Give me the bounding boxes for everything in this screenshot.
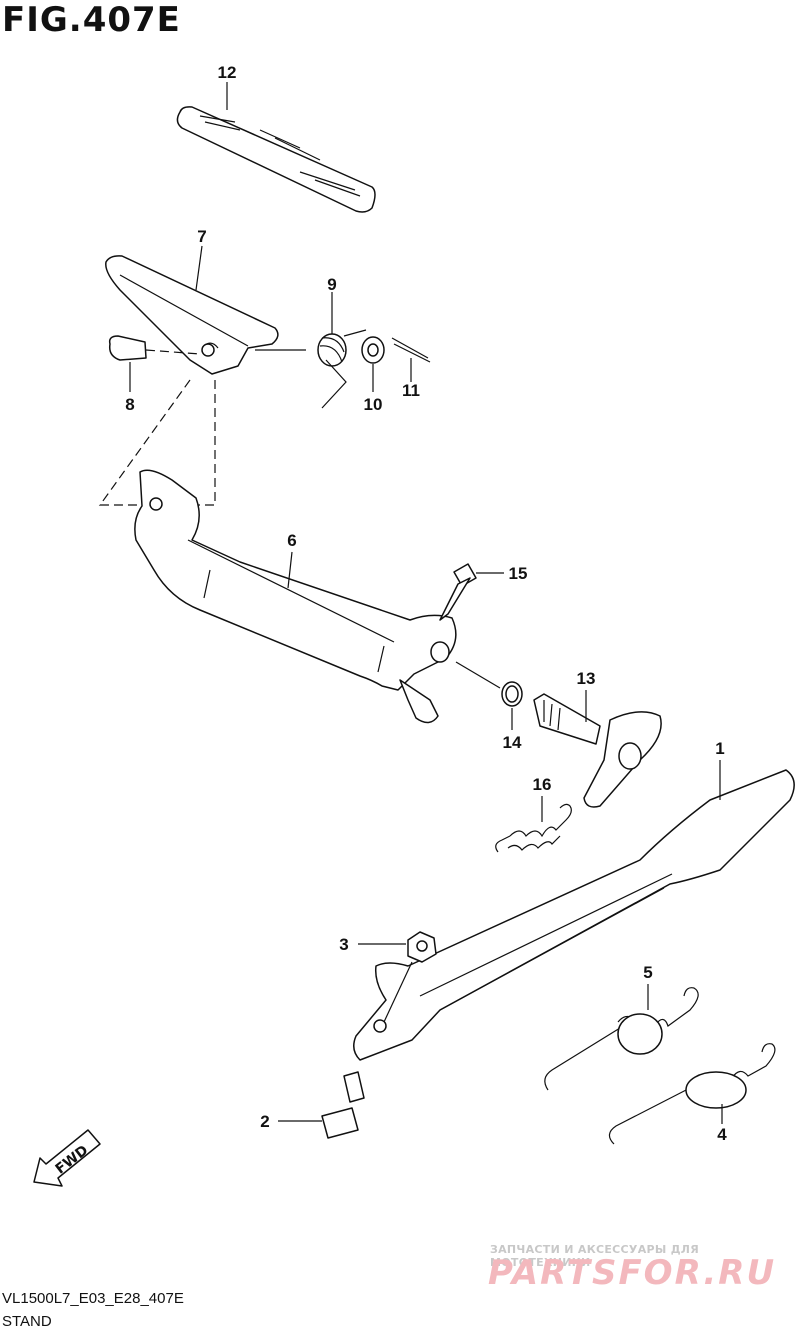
part-12-footrest-rubber[interactable] — [176, 106, 376, 213]
watermark-subtitle: ЗАПЧАСТИ И АКСЕССУАРЫ ДЛЯ МОТОТЕХНИКИ — [490, 1243, 700, 1269]
callout-2: 2 — [260, 1112, 269, 1131]
part-9-spring[interactable] — [317, 329, 367, 409]
part-16-spring[interactable] — [495, 803, 572, 853]
callout-11: 11 — [402, 381, 420, 400]
callout-4: 4 — [717, 1125, 727, 1144]
callout-7: 7 — [197, 227, 206, 246]
part-13-shaft[interactable] — [533, 693, 662, 808]
callout-15: 15 — [509, 564, 528, 583]
leader-6-shaft — [455, 661, 501, 689]
part-6-bracket-arm[interactable] — [134, 469, 457, 724]
leader-3-bolt — [383, 961, 413, 1023]
part-14-o-ring[interactable] — [501, 681, 523, 707]
callout-13: 13 — [577, 669, 596, 688]
leader-6 — [287, 551, 293, 589]
part-3-nut[interactable] — [407, 931, 437, 963]
figure-code: VL1500L7_E03_E28_407E — [2, 1290, 184, 1307]
part-15-bolt[interactable] — [439, 563, 477, 621]
callout-12: 12 — [218, 63, 237, 82]
part-10-washer[interactable] — [361, 336, 385, 364]
part-11-cotter-pin[interactable] — [391, 337, 431, 363]
callout-10: 10 — [364, 395, 383, 414]
assembly-line-left — [98, 379, 191, 506]
callout-8: 8 — [125, 395, 134, 414]
part-4-spring[interactable] — [608, 1043, 776, 1145]
callout-6: 6 — [287, 531, 296, 550]
part-2-stand-bolt[interactable] — [321, 1071, 365, 1139]
callout-14: 14 — [503, 733, 522, 752]
part-7-footrest[interactable] — [105, 255, 279, 375]
callout-9: 9 — [327, 275, 336, 294]
callout-3: 3 — [339, 935, 348, 954]
part-5-spring[interactable] — [544, 987, 699, 1091]
watermark-logo: PARTSFOR.RU — [488, 1253, 777, 1293]
callout-1: 1 — [715, 739, 724, 758]
figure-caption: STAND — [2, 1313, 52, 1330]
part-1-side-stand[interactable] — [353, 769, 795, 1061]
callout-16: 16 — [533, 775, 552, 794]
assembly-line-right — [195, 380, 216, 506]
callout-5: 5 — [643, 963, 652, 982]
figure-title: FIG.407E — [2, 0, 181, 40]
part-8-pin[interactable] — [108, 335, 201, 361]
fwd-arrow-icon: FWD — [33, 1129, 101, 1187]
leader-7 — [195, 245, 203, 291]
